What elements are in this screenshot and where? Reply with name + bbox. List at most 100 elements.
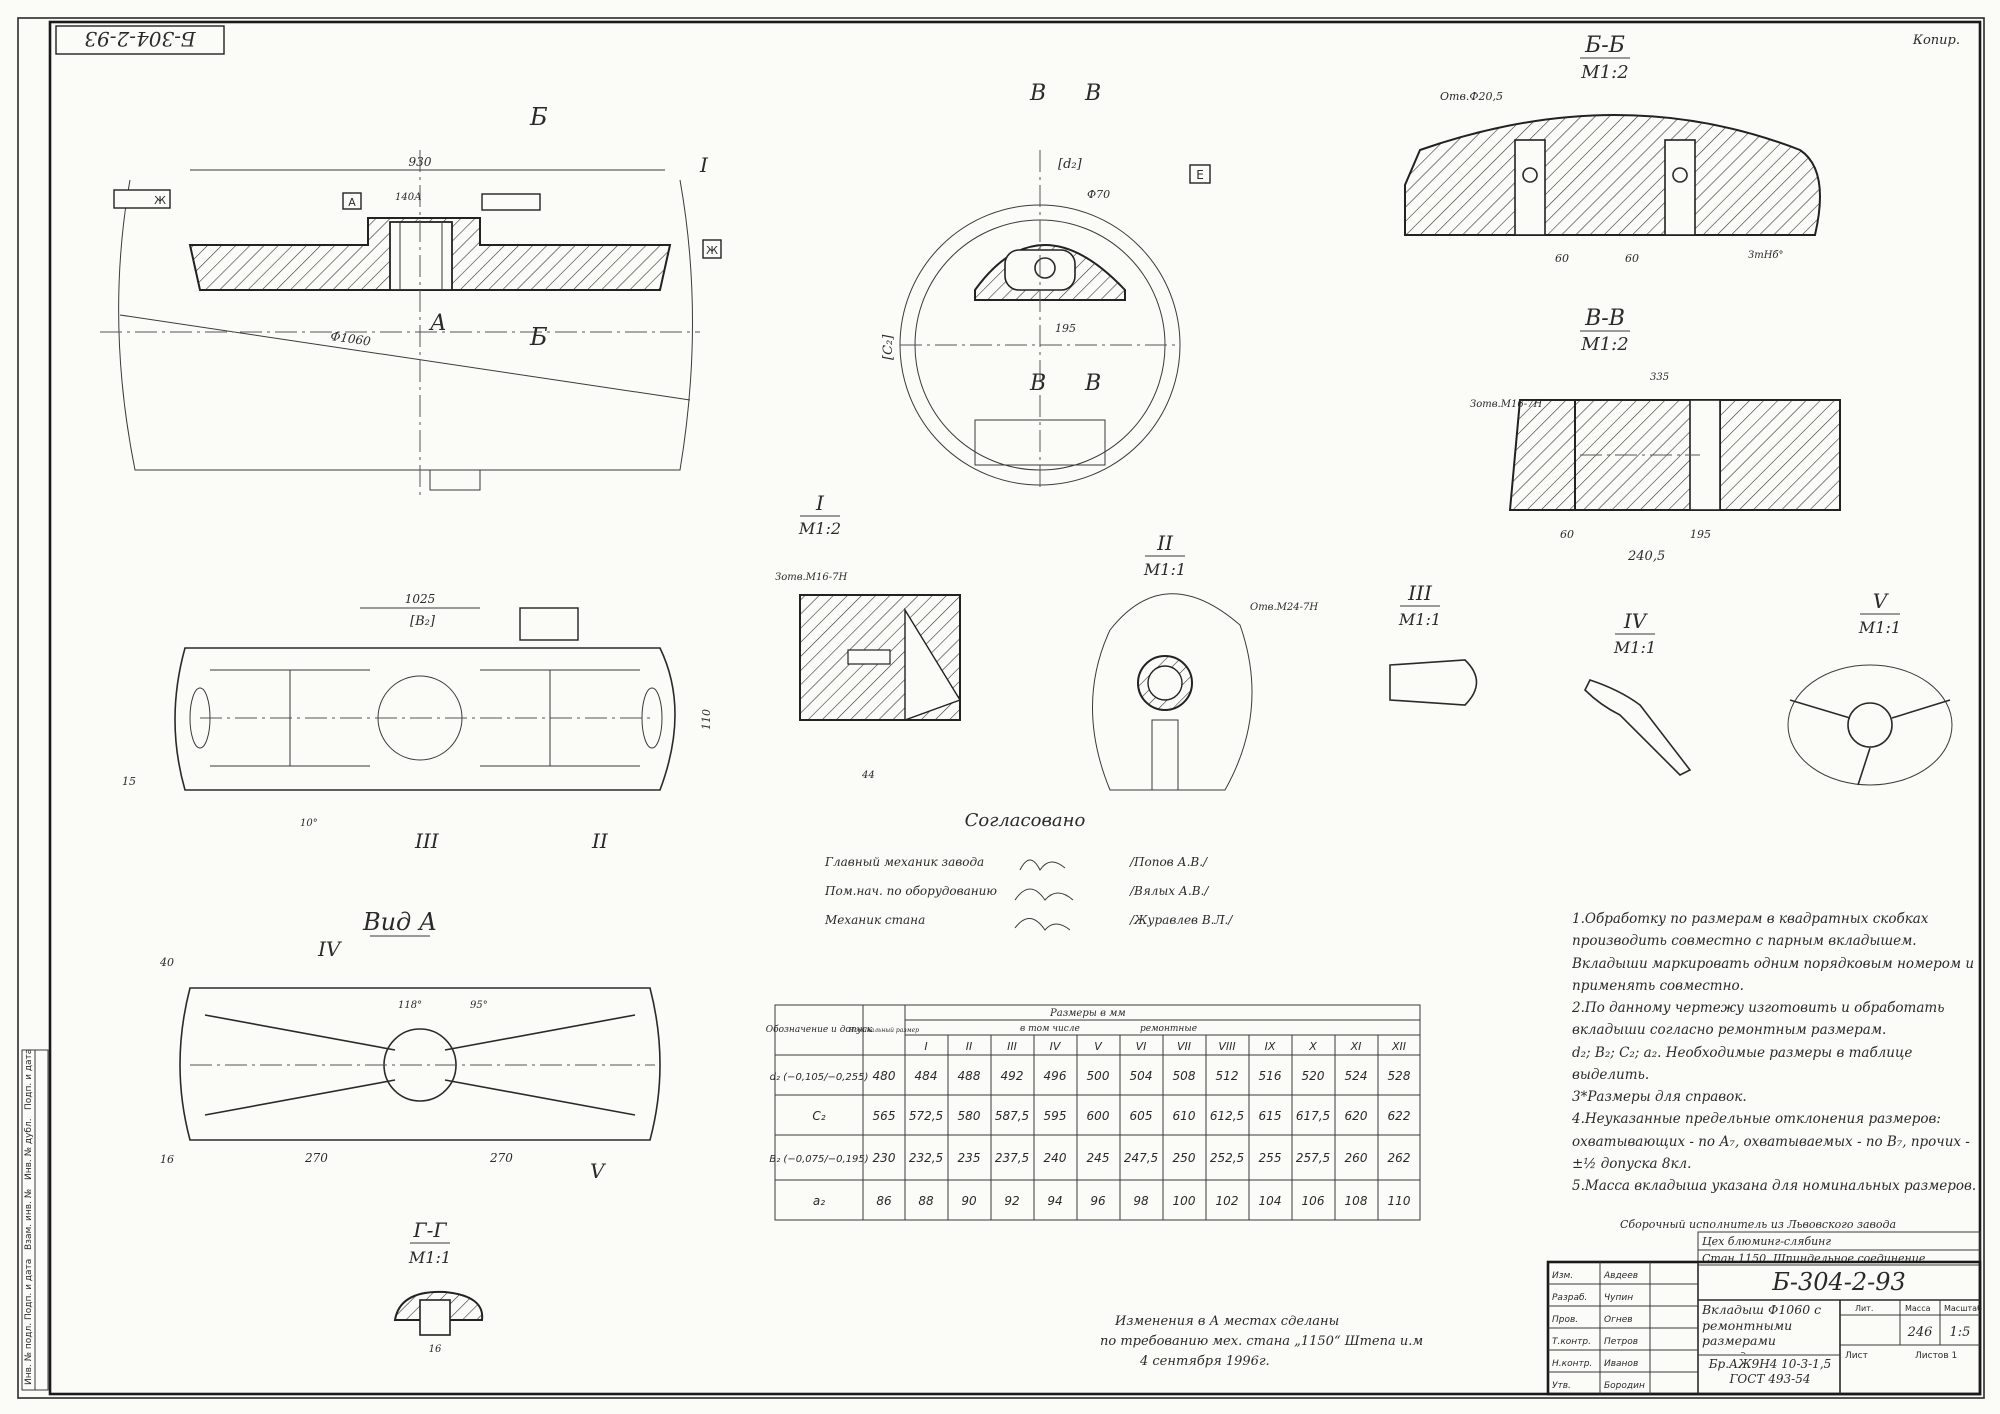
detail-2-scale: М1:1	[1143, 560, 1186, 579]
title-signer: Чупин	[1604, 1293, 1633, 1303]
table-header-group: Размеры в мм	[1049, 1008, 1126, 1019]
dim-d2: [d₂]	[1058, 157, 1083, 172]
plan-view: 1025 [В₂] 110 15 10° III II	[122, 592, 713, 853]
margin-label: Подп. и дата	[24, 1259, 34, 1320]
title-mass: 246	[1907, 1325, 1933, 1340]
title-lit-label: Лит.	[1855, 1304, 1873, 1313]
table-cell: 615	[1259, 1109, 1282, 1123]
title-sheet: Лист	[1845, 1351, 1868, 1361]
table-cell: 524	[1345, 1069, 1368, 1083]
cut-mark-b-lower: Б	[529, 323, 548, 351]
section-bb: Б-Б М1:2 Отв.Ф20,5 60 60 ЗтНб°	[1404, 33, 1821, 265]
approval-name: /Попов А.В./	[1129, 855, 1209, 869]
title-mass-label: Масса	[1905, 1304, 1931, 1313]
table-col-roman: IX	[1265, 1040, 1276, 1053]
table-cell: 90	[961, 1194, 977, 1208]
detail-callout-2: II	[591, 829, 609, 853]
table-cell: 232,5	[909, 1151, 943, 1165]
table-cell: 104	[1259, 1194, 1282, 1208]
table-cell: 240	[1044, 1151, 1067, 1165]
margin-label: Подп. и дата	[24, 1049, 34, 1110]
table-cell: 252,5	[1210, 1151, 1244, 1165]
table-cell: 612,5	[1210, 1109, 1244, 1123]
approval-signatures	[1014, 859, 1074, 931]
datum-a: А	[348, 196, 356, 209]
table-cell: 237,5	[995, 1151, 1029, 1165]
detail-callout-3: III	[414, 829, 440, 853]
section-gg-title: Г-Г	[412, 1218, 447, 1242]
note-item: d₂; В₂; С₂; а₂. Необходимые размеры в та…	[1572, 1044, 1913, 1083]
table-cell: 100	[1173, 1194, 1196, 1208]
table-cell: 617,5	[1296, 1109, 1330, 1123]
mirrored-number: Б-304-2-93	[84, 27, 196, 51]
title-role: Изм.	[1552, 1271, 1573, 1281]
table-cell: 520	[1302, 1069, 1325, 1083]
table-header-sub2: ремонтные	[1140, 1024, 1197, 1034]
table-col-roman: XI	[1350, 1040, 1362, 1053]
detail-2: II М1:1 Отв.М24-7Н	[1092, 531, 1318, 791]
table-col-roman: VII	[1177, 1040, 1191, 1053]
table-cell: 580	[958, 1109, 981, 1123]
margin-label: Инв. № подл.	[24, 1323, 34, 1385]
detail-2-thread-note: Отв.М24-7Н	[1250, 602, 1318, 613]
table-cell: 235	[958, 1151, 981, 1165]
dim-140: 140А	[395, 192, 422, 203]
approval-role: Пом.нач. по оборудованию	[824, 884, 997, 898]
cut-mark-b: Б	[529, 103, 548, 131]
mirrored-number-box: Б-304-2-93	[55, 25, 225, 55]
dim-2405: 240,5	[1627, 549, 1665, 564]
table-header-sub1: в том числе	[1020, 1024, 1080, 1034]
title-role: Т.контр.	[1552, 1337, 1591, 1347]
table-cell: 98	[1133, 1194, 1149, 1208]
margin-label: Взам. инв. №	[24, 1189, 34, 1250]
table-col-roman: III	[1007, 1040, 1017, 1053]
revision-line: 4 сентября 1996г.	[1139, 1354, 1270, 1369]
table-cell: 480	[873, 1069, 896, 1083]
table-cell: 260	[1345, 1151, 1368, 1165]
detail-2-title: II	[1156, 531, 1174, 555]
approval-role: Главный механик завода	[824, 855, 984, 869]
table-cell: 92	[1004, 1194, 1019, 1208]
table-cell: 492	[1001, 1069, 1024, 1083]
table-cell: 622	[1388, 1109, 1411, 1123]
note-hole-205: Отв.Ф20,5	[1440, 90, 1503, 103]
table-cell: 86	[876, 1194, 892, 1208]
inner-frame	[48, 20, 1982, 1396]
approval-name: /Вялых А.В./	[1129, 884, 1210, 898]
title-part-name: Вкладыш Ф1060 с ремонтными размерами шпи…	[1702, 1302, 1822, 1354]
front-view: В В В В [d₂] Ф70 195 [С₂] Е	[881, 81, 1211, 490]
title-top-note: Сборочный исполнитель из Львовского заво…	[1620, 1218, 1896, 1231]
table-cell: 500	[1087, 1069, 1110, 1083]
table-cell: 88	[918, 1194, 934, 1208]
detail-1: I М1:2 Зотв.М16-7Н 44	[775, 491, 962, 781]
note-item: 4.Неуказанные предельные отклонения разм…	[1572, 1111, 1970, 1172]
table-cell: 250	[1173, 1151, 1196, 1165]
title-role: Утв.	[1552, 1381, 1571, 1391]
approval-title: Согласовано	[965, 810, 1086, 831]
outer-frame	[17, 17, 1985, 1399]
title-scale-label: Масштаб	[1944, 1304, 1982, 1313]
table-cell: 96	[1090, 1194, 1106, 1208]
dim-10deg: 10°	[300, 818, 318, 829]
dim-1025: 1025	[405, 592, 436, 606]
view-a: Вид А IV V 40 270 270 16 118° 95°	[159, 908, 661, 1183]
dim-95deg: 95°	[470, 1000, 488, 1011]
table-col-designation: Обозначение и допуск	[766, 1024, 873, 1035]
approval-name: /Журавлев В.Л./	[1129, 913, 1234, 927]
table-cell: 94	[1047, 1194, 1062, 1208]
dim-118deg: 118°	[398, 1000, 422, 1011]
detail-4-scale: М1:1	[1613, 638, 1656, 657]
section-gg-scale: М1:1	[408, 1248, 451, 1267]
dim-110: 110	[700, 709, 713, 730]
dim-270-a: 270	[304, 1151, 328, 1165]
table-col-roman: X	[1308, 1040, 1317, 1053]
title-signer: Огнев	[1604, 1315, 1633, 1325]
revision-line: Изменения в А местах сделаны	[1114, 1314, 1339, 1329]
table-col-roman: V	[1094, 1040, 1103, 1053]
section-vv-scale: М1:2	[1580, 334, 1628, 355]
detail-callout-5: V	[590, 1159, 607, 1183]
detail-callout-4: IV	[317, 937, 343, 961]
table-row-label: В₂ (−0,075/−0,195)	[769, 1154, 868, 1165]
dim-60-b: 60	[1625, 252, 1639, 265]
